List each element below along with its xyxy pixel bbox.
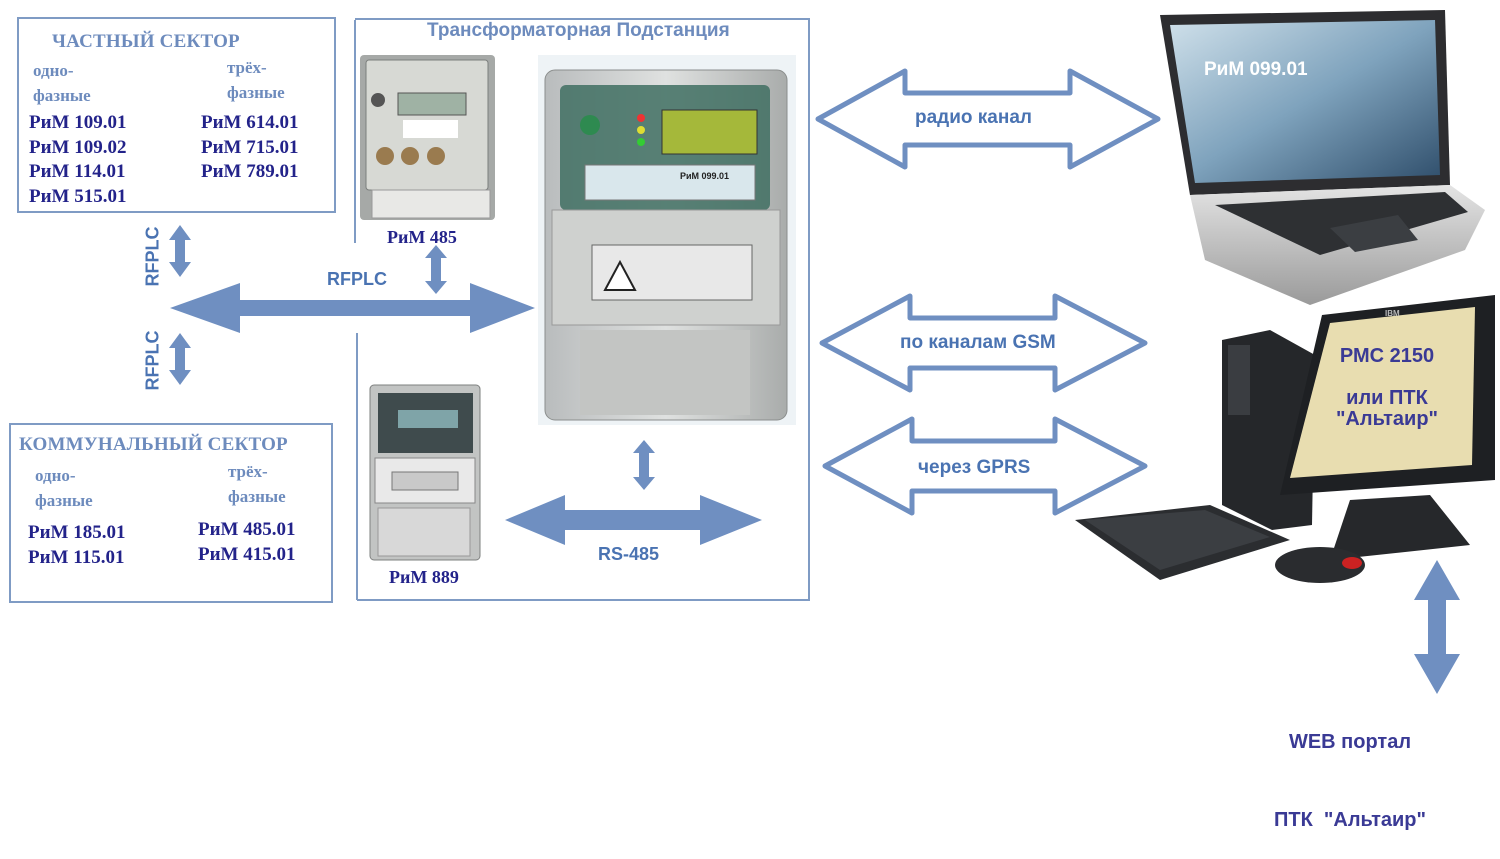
meter-rim485-label: РиМ 485 bbox=[387, 227, 457, 247]
gsm-channel-arrow bbox=[819, 293, 1148, 393]
laptop-screen-text: РиМ 099.01 bbox=[1204, 59, 1308, 80]
rfplc-vertical-top-label: RFPLC bbox=[142, 226, 163, 287]
web-portal-label[interactable]: WEB портал ПТК "Альтаир" bbox=[1274, 731, 1426, 831]
meter-rim889-image bbox=[369, 384, 481, 561]
diagram-graphics bbox=[105, 10, 1495, 694]
communal-sector-title: КОММУНАЛЬНЫЙ СЕКТОР bbox=[19, 434, 288, 455]
rfplc-horizontal-label: RFPLC bbox=[327, 269, 387, 289]
list-item: РиМ 789.01 bbox=[201, 161, 299, 182]
list-item: РиМ 515.01 bbox=[29, 185, 127, 207]
laptop-image bbox=[1160, 10, 1485, 305]
list-item: РиМ 109.02 bbox=[29, 136, 127, 158]
communal-single-model-list: РиМ 185.01 РиМ 115.01 bbox=[28, 521, 126, 570]
rfplc-vertical-arrows bbox=[169, 225, 1460, 694]
meter-rim485-image bbox=[360, 55, 495, 220]
rs485-label: RS-485 bbox=[598, 544, 660, 564]
private-sector-panel bbox=[17, 17, 336, 213]
list-item: РиМ 485.01 bbox=[198, 519, 296, 540]
substation-title: Трансформаторная Подстанция bbox=[425, 20, 732, 42]
meter-rim889-label: РиМ 889 bbox=[389, 567, 459, 587]
radio-channel-arrow bbox=[815, 68, 1161, 170]
rfplc-vertical-bottom-label: RFPLC bbox=[142, 330, 163, 391]
list-item: РиМ 614.01 bbox=[201, 112, 299, 133]
private-three-model-list: РиМ 614.01 РиМ 715.01 РиМ 789.01 bbox=[201, 111, 299, 185]
list-item: РиМ 185.01 bbox=[28, 522, 126, 543]
communal-three-phase-label: трёх- фазные bbox=[228, 462, 286, 506]
gprs-channel-arrow bbox=[822, 416, 1148, 516]
rs485-arrow bbox=[505, 495, 762, 545]
list-item: РиМ 115.01 bbox=[28, 546, 125, 568]
monitor-brand-label: IBM bbox=[1385, 309, 1400, 318]
concentrator-image bbox=[538, 55, 796, 425]
private-sector-title: ЧАСТНЫЙ СЕКТОР bbox=[52, 31, 240, 52]
communal-three-model-list: РиМ 485.01 РиМ 415.01 bbox=[198, 518, 296, 567]
list-item: РиМ 715.01 bbox=[201, 136, 299, 158]
list-item: РиМ 415.01 bbox=[198, 543, 296, 565]
substation-frame-top bbox=[355, 18, 810, 20]
private-single-model-list: РиМ 109.01 РиМ 109.02 РиМ 114.01 РиМ 515… bbox=[29, 111, 127, 209]
list-item: РиМ 109.01 bbox=[29, 112, 127, 133]
monitor-screen-text: РМС 2150 или ПТК "Альтаир" bbox=[1335, 345, 1439, 430]
gsm-channel-label: по каналам GSM bbox=[900, 332, 1056, 353]
substation-frame-bottom bbox=[357, 599, 810, 601]
gprs-channel-label: через GPRS bbox=[918, 457, 1031, 478]
substation-frame-right bbox=[808, 18, 810, 601]
communal-single-phase-label: одно- фазные bbox=[35, 466, 93, 510]
rfplc-horizontal-arrow bbox=[170, 283, 535, 333]
communal-sector-panel bbox=[9, 423, 333, 603]
private-single-phase-label: одно- фазные bbox=[33, 61, 91, 105]
private-three-phase-label: трёх- фазные bbox=[227, 58, 285, 102]
radio-channel-label: радио канал bbox=[915, 107, 1032, 128]
desktop-computer-image bbox=[1075, 295, 1495, 583]
concentrator-model-label: РиМ 099.01 bbox=[680, 171, 730, 181]
list-item: РиМ 114.01 bbox=[29, 161, 126, 182]
